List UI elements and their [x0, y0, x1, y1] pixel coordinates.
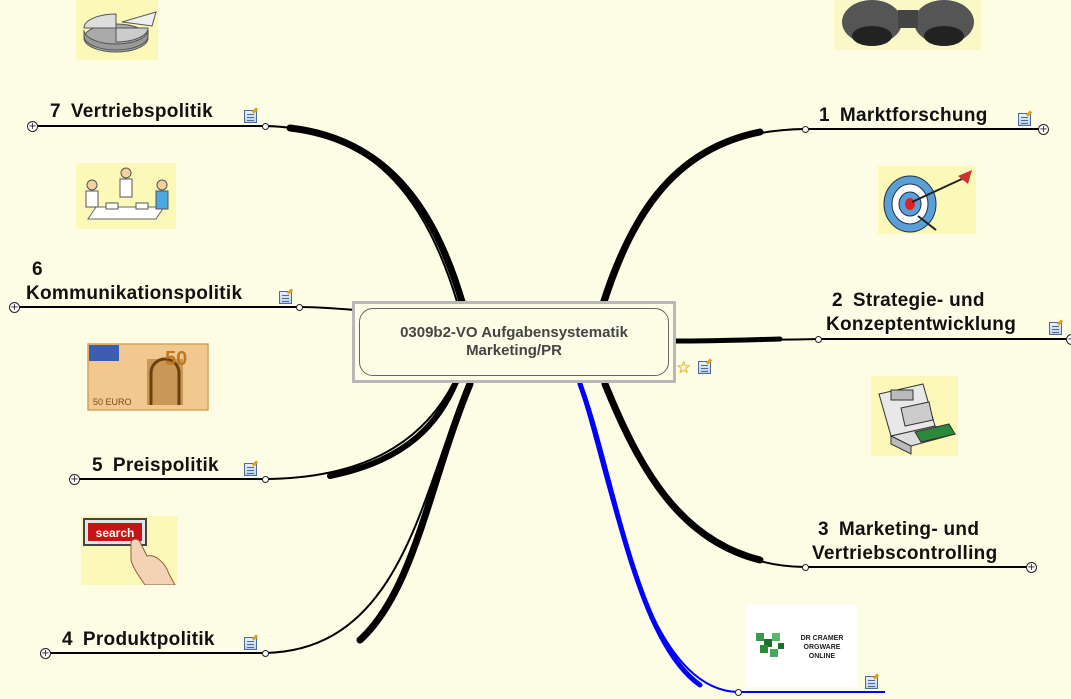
node-dot — [262, 123, 269, 130]
logo-line3: ONLINE — [809, 653, 836, 660]
banknote-value: 50 — [165, 348, 187, 370]
expand-icon[interactable]: + — [27, 121, 38, 132]
link-6 — [14, 306, 356, 311]
node-dot — [815, 336, 822, 343]
logo-icon: DR CRAMER ORGWARE ONLINE — [746, 605, 857, 687]
note-icon[interactable] — [1018, 113, 1031, 126]
node-dot — [262, 650, 269, 657]
note-icon[interactable] — [698, 361, 711, 374]
note-icon[interactable] — [244, 110, 257, 123]
note-icon[interactable] — [279, 291, 292, 304]
banknote-small-text: 50 EURO — [93, 397, 132, 407]
node-dot — [735, 689, 742, 696]
expand-icon[interactable]: + — [1038, 124, 1049, 135]
node-dot — [262, 476, 269, 483]
meeting-icon — [76, 163, 176, 229]
logo-line2: ORGWARE — [804, 644, 841, 651]
note-icon[interactable] — [244, 463, 257, 476]
central-title-line2: Marketing/PR — [466, 342, 562, 359]
logo-line1: DR CRAMER — [801, 635, 844, 642]
note-icon[interactable] — [865, 676, 878, 689]
expand-icon[interactable]: + — [69, 474, 80, 485]
binoculars-icon — [834, 0, 981, 50]
coin-chart-icon — [76, 0, 158, 60]
expand-icon[interactable]: + — [1026, 562, 1037, 573]
banknote-icon: 50 50 EURO — [87, 343, 209, 411]
branch-6-label[interactable]: 6 Kommunikationspolitik — [26, 259, 243, 304]
cash-register-icon — [871, 376, 958, 456]
note-icon[interactable] — [244, 637, 257, 650]
expand-icon[interactable]: + — [9, 302, 20, 313]
note-icon[interactable] — [1049, 322, 1062, 335]
node-dot — [296, 304, 303, 311]
search-button-icon: search — [81, 516, 178, 585]
central-title-line1: 0309b2-VO Aufgabensystematik — [400, 324, 628, 341]
star-icon[interactable]: ☆ — [676, 358, 692, 378]
expand-icon[interactable]: + — [1066, 334, 1071, 345]
search-button-text: search — [96, 526, 135, 540]
node-dot — [802, 126, 809, 133]
target-icon — [878, 166, 976, 234]
link-5 — [75, 379, 456, 480]
expand-icon[interactable]: + — [40, 648, 51, 659]
central-topic[interactable]: 0309b2-VO Aufgabensystematik Marketing/P… — [352, 301, 676, 383]
node-dot — [802, 564, 809, 571]
